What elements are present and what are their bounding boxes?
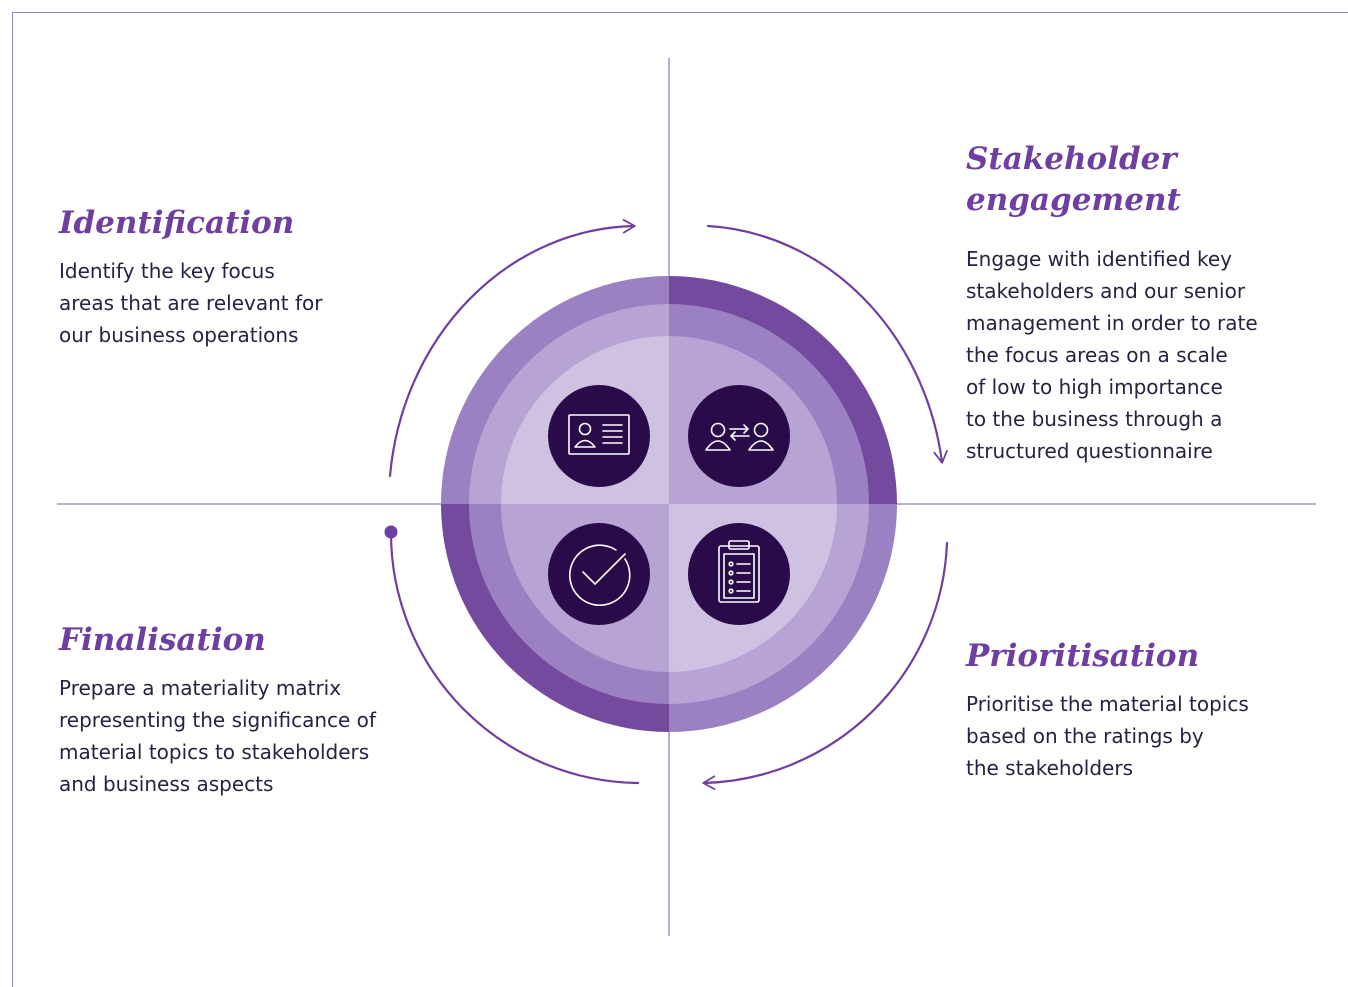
description-line: stakeholders and our senior bbox=[966, 279, 1246, 303]
description-line: structured questionnaire bbox=[966, 439, 1213, 463]
finalisation-description: Prepare a materiality matrix representin… bbox=[59, 672, 429, 800]
description-line: based on the ratings by bbox=[966, 724, 1204, 748]
description-line: Identify the key focus bbox=[59, 259, 275, 283]
description-line: Prioritise the material topics bbox=[966, 692, 1249, 716]
prioritisation-block: Prioritisation Prioritise the material t… bbox=[966, 636, 1326, 784]
arrow-finalisation-to-identification bbox=[389, 530, 640, 785]
finalisation-block: Finalisation Prepare a materiality matri… bbox=[59, 620, 429, 800]
prioritisation-heading: Prioritisation bbox=[966, 638, 1200, 674]
checkmark-circle-icon bbox=[548, 523, 650, 625]
stakeholder-engagement-heading: Stakeholder engagement bbox=[966, 139, 1326, 221]
frame-left-rule bbox=[12, 12, 13, 987]
clipboard-list-icon bbox=[688, 523, 790, 625]
frame-top-rule bbox=[12, 12, 1348, 13]
arrow-prioritisation-to-finalisation bbox=[702, 541, 949, 790]
identification-block: Identification Identify the key focus ar… bbox=[59, 203, 389, 351]
description-line: of low to high importance bbox=[966, 375, 1223, 399]
description-line: our business operations bbox=[59, 323, 299, 347]
description-line: Engage with identified key bbox=[966, 247, 1233, 271]
people-exchange-icon bbox=[688, 385, 790, 487]
description-line: material topics to stakeholders bbox=[59, 740, 370, 764]
heading-line: engagement bbox=[966, 182, 1181, 218]
description-line: the focus areas on a scale bbox=[966, 343, 1228, 367]
stakeholder-engagement-description: Engage with identified key stakeholders … bbox=[966, 243, 1326, 467]
prioritisation-description: Prioritise the material topics based on … bbox=[966, 688, 1326, 784]
ring-inner bbox=[501, 336, 837, 672]
identification-description: Identify the key focus areas that are re… bbox=[59, 255, 389, 351]
heading-line: Stakeholder bbox=[966, 141, 1177, 177]
cycle-start-dot bbox=[384, 525, 398, 539]
description-line: and business aspects bbox=[59, 772, 274, 796]
description-line: areas that are relevant for bbox=[59, 291, 323, 315]
description-line: management in order to rate bbox=[966, 311, 1258, 335]
description-line: to the business through a bbox=[966, 407, 1223, 431]
arrow-engagement-to-prioritisation bbox=[706, 224, 948, 464]
identification-heading: Identification bbox=[59, 205, 295, 241]
description-line: Prepare a materiality matrix bbox=[59, 676, 342, 700]
id-card-icon bbox=[548, 385, 650, 487]
description-line: representing the significance of bbox=[59, 708, 376, 732]
description-line: the stakeholders bbox=[966, 756, 1133, 780]
stakeholder-engagement-block: Stakeholder engagement Engage with ident… bbox=[966, 139, 1326, 467]
finalisation-heading: Finalisation bbox=[59, 622, 266, 658]
arrow-identification-to-engagement bbox=[388, 218, 636, 478]
